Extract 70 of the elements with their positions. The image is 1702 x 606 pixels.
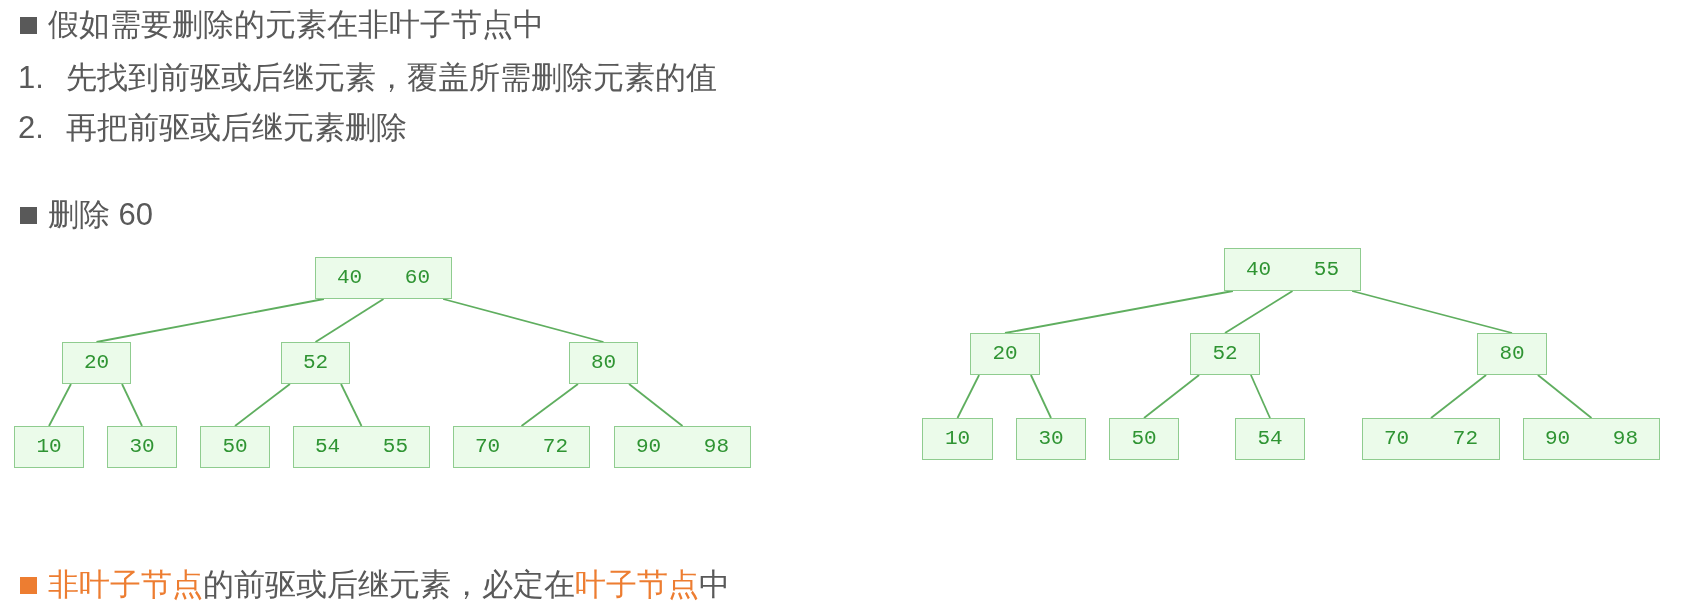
bullet-text: 删除 60 <box>48 196 154 234</box>
node-key-text: 72 <box>1452 426 1478 452</box>
node-key-text: 54 <box>315 434 341 460</box>
tree-node-box <box>1362 418 1500 460</box>
tree-edge-line <box>1430 374 1487 419</box>
bullet-text: 假如需要删除的元素在非叶子节点中 <box>48 6 544 44</box>
node-key-text: 50 <box>222 434 248 460</box>
tree-node-box <box>970 333 1040 375</box>
tree-node-box <box>1190 333 1260 375</box>
tree-node-box <box>1235 418 1305 460</box>
tree-edge-line <box>1537 374 1593 419</box>
tree-edge-line <box>314 298 385 343</box>
tree-edge-line <box>1351 290 1513 334</box>
list-item-text: 1. 先找到前驱或后继元素，覆盖所需删除元素的值 <box>18 59 718 97</box>
tree-edge-line <box>1224 290 1294 334</box>
node-key-text: 54 <box>1257 426 1283 452</box>
node-key-text: 90 <box>636 434 662 460</box>
note-text: 非叶子节点的前驱或后继元素，必定在叶子节点中 <box>48 566 730 604</box>
node-key-text: 20 <box>83 350 110 376</box>
node-key-text: 30 <box>129 434 155 460</box>
tree-node-box <box>614 426 751 468</box>
tree-edge-line <box>121 383 143 427</box>
node-key-text: 20 <box>992 341 1018 367</box>
tree-edge-line <box>1004 290 1234 334</box>
node-key-text: 98 <box>1612 426 1638 452</box>
tree-node-box <box>200 426 270 468</box>
tree-node-box <box>281 342 350 384</box>
tree-node-box <box>1224 248 1361 291</box>
node-key-text: 70 <box>1384 426 1410 452</box>
tree-edge-line <box>1143 374 1200 419</box>
tree-edge-line <box>1250 374 1271 419</box>
tree-node-box <box>315 257 452 299</box>
node-key-text: 10 <box>944 426 971 452</box>
tree-edge-line <box>628 383 684 427</box>
tree-edge-line <box>340 383 363 427</box>
node-key-text: 55 <box>382 434 408 460</box>
list-item-text: 2. 再把前驱或后继元素删除 <box>18 109 408 147</box>
tree-node-box <box>293 426 430 468</box>
node-key-text: 98 <box>703 434 729 460</box>
tree-node-box <box>14 426 84 468</box>
tree-node-box <box>1109 418 1179 460</box>
node-key-text: 40 <box>1246 256 1272 283</box>
tree-edge-line <box>48 383 72 427</box>
tree-node-box <box>1523 418 1660 460</box>
tree-edge-line <box>442 298 605 343</box>
node-key-text: 90 <box>1545 426 1571 452</box>
tree-edge-line <box>234 383 291 427</box>
node-key-text: 50 <box>1131 426 1157 452</box>
tree-node-box <box>569 342 638 384</box>
tree-edge-line <box>1030 374 1052 419</box>
node-key-text: 10 <box>36 434 62 460</box>
node-key-text: 60 <box>404 265 430 291</box>
node-key-text: 72 <box>542 434 568 460</box>
node-key-text: 30 <box>1038 426 1064 452</box>
node-key-text: 55 <box>1313 256 1339 283</box>
node-key-text: 52 <box>302 350 329 376</box>
tree-node-box <box>453 426 590 468</box>
tree-node-box <box>1477 333 1547 375</box>
node-key-text: 52 <box>1212 341 1238 367</box>
node-key-text: 80 <box>590 350 617 376</box>
node-key-text: 70 <box>475 434 501 460</box>
tree-edge-line <box>520 383 579 427</box>
tree-node-box <box>62 342 131 384</box>
node-key-text: 40 <box>337 265 363 291</box>
tree-edge-line <box>95 298 325 343</box>
node-key-text: 80 <box>1499 341 1525 367</box>
tree-node-box <box>1016 418 1086 460</box>
tree-edge-line <box>956 374 980 419</box>
tree-node-box <box>922 418 993 460</box>
tree-node-box <box>107 426 177 468</box>
